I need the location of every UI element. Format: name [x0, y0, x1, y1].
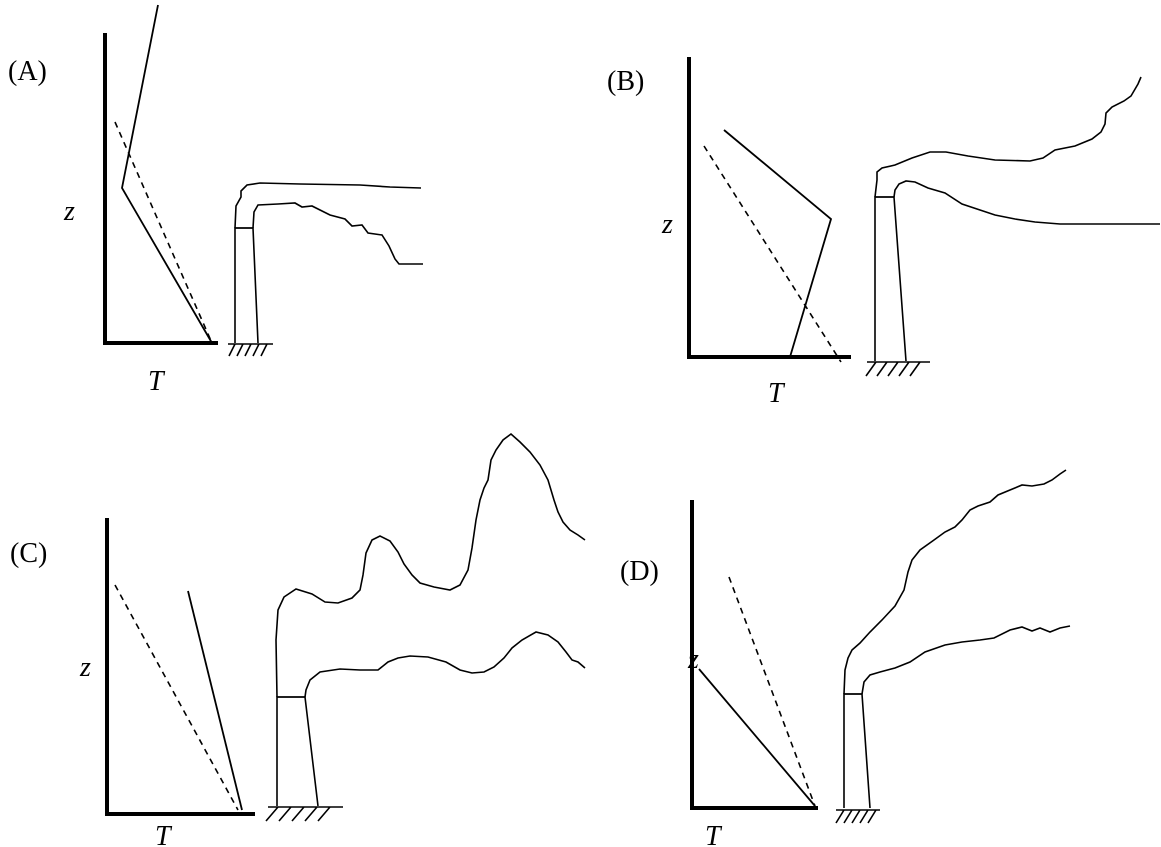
panel-a-environmental-lapse-line	[121, 4, 213, 344]
panel-c-plume	[275, 432, 586, 698]
panel-b-environmental-lapse-line	[723, 129, 833, 358]
panel-b-ground-hatch	[865, 361, 930, 377]
panel-d: (D) z T	[620, 469, 1071, 847]
panel-a: (A) z T	[8, 4, 423, 397]
panel-b-t-axis-label: T	[768, 378, 786, 409]
panel-c-smokestack	[276, 696, 319, 807]
panel-a-ground-hatch	[228, 343, 273, 357]
panel-b-adiabatic-lapse-line	[703, 145, 842, 363]
panel-d-t-axis-label: T	[705, 821, 723, 847]
panel-d-plume	[843, 469, 1071, 695]
panel-c-label: (C)	[10, 538, 47, 569]
panel-d-ground-hatch	[835, 809, 880, 824]
panel-b-plume	[874, 76, 1160, 225]
panel-d-label: (D)	[620, 556, 659, 587]
panel-c-adiabatic-lapse-line	[114, 584, 239, 811]
panel-c-ground-hatch	[265, 806, 343, 822]
panel-d-axes	[690, 500, 818, 810]
panel-a-axes	[103, 33, 218, 345]
panel-a-adiabatic-lapse-line	[114, 121, 213, 344]
panel-b-label: (B)	[607, 66, 644, 97]
panel-b-axes	[687, 57, 851, 359]
panel-a-label: (A)	[8, 56, 47, 87]
panel-c: (C) z T	[10, 432, 586, 847]
panel-a-smokestack	[234, 227, 259, 344]
panel-b: (B) z T	[607, 57, 1160, 409]
panel-b-z-axis-label: z	[661, 209, 673, 240]
panel-c-t-axis-label: T	[155, 821, 173, 847]
panel-a-z-axis-label: z	[63, 196, 75, 227]
panel-d-adiabatic-lapse-line	[728, 576, 816, 807]
panel-d-smokestack	[843, 693, 871, 809]
panel-c-z-axis-label: z	[79, 652, 91, 683]
panel-a-plume	[234, 182, 423, 265]
panel-d-environmental-lapse-line	[698, 668, 816, 807]
panel-c-axes	[105, 518, 255, 816]
panel-b-smokestack	[874, 196, 907, 362]
panel-a-t-axis-label: T	[148, 366, 166, 397]
panel-c-environmental-lapse-line	[187, 590, 243, 811]
